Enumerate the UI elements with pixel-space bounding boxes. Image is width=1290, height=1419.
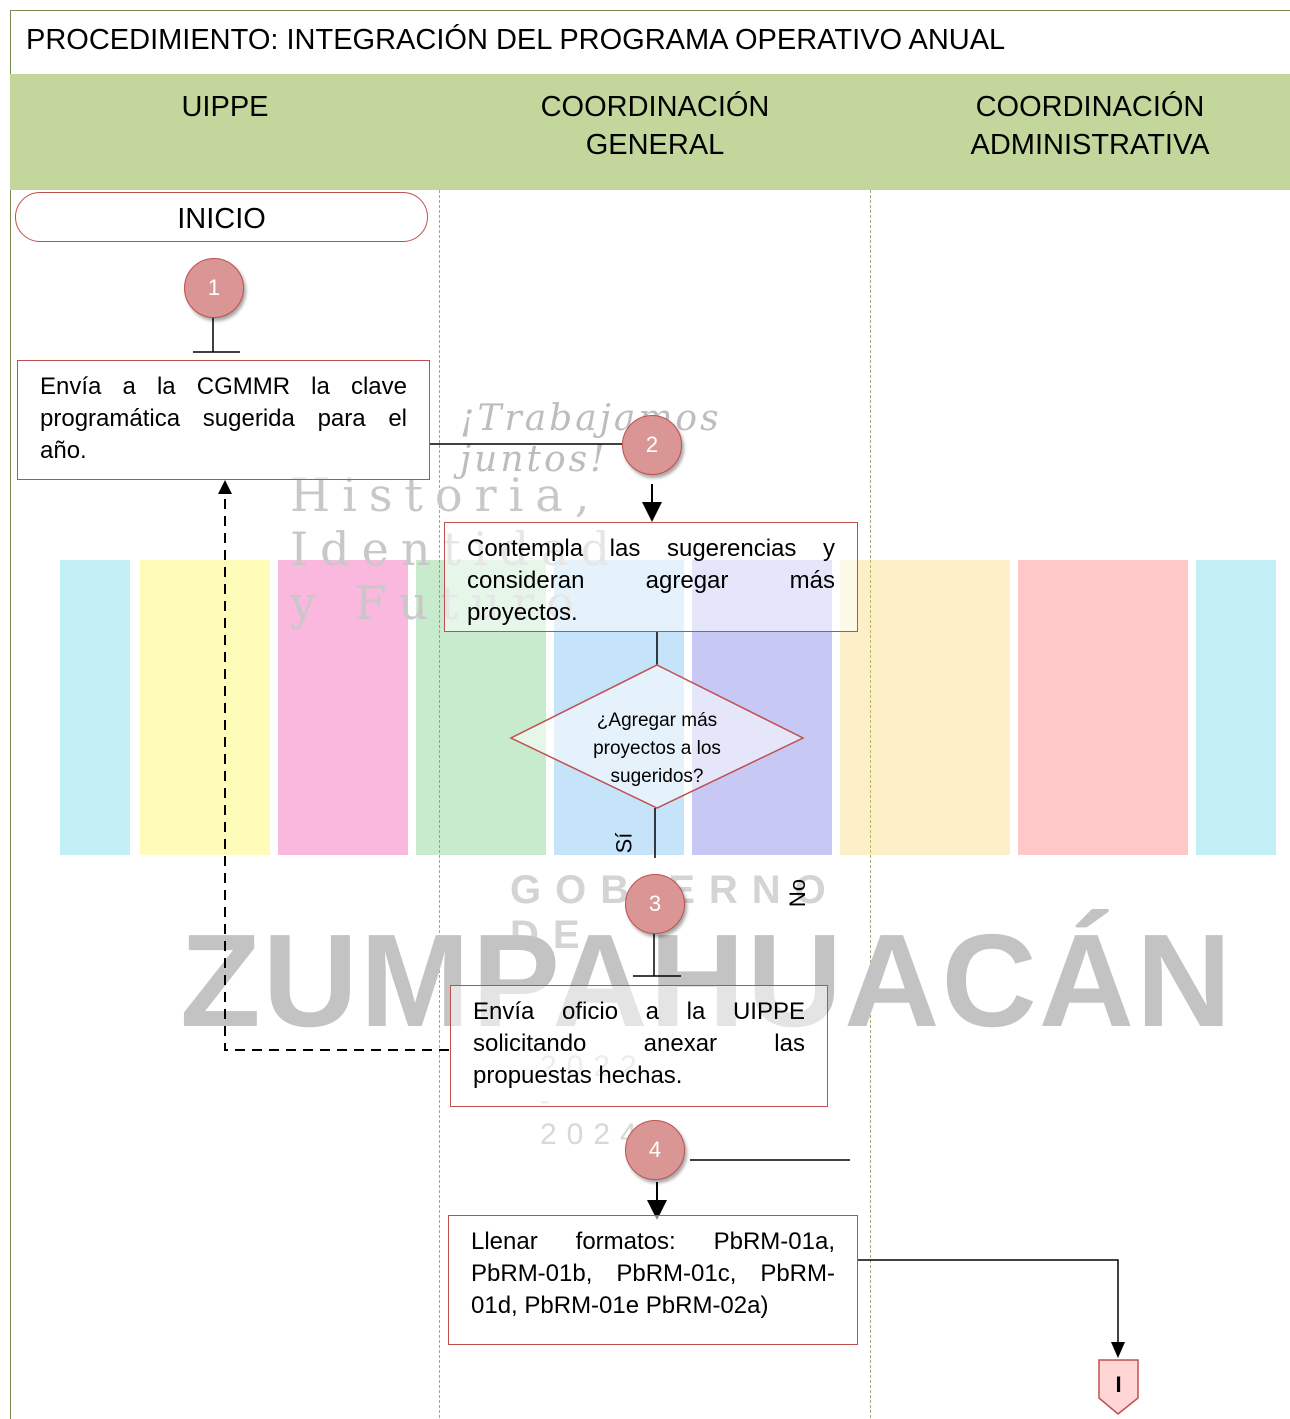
start-terminator: INICIO [15, 192, 428, 242]
decision-diamond [509, 664, 805, 809]
step-2-box: Contempla las sugerencias y consideran a… [444, 522, 858, 632]
decision-text: ¿Agregar más proyectos a los sugeridos? [593, 710, 721, 787]
step-3-circle: 3 [625, 874, 685, 934]
lane-separator [439, 190, 440, 1418]
lane-header: UIPPE COORDINACIÓN GENERAL COORDINACIÓN … [10, 74, 1290, 190]
step-2-circle: 2 [622, 415, 682, 475]
step-1-box: Envía a la CGMMR la clave programática s… [17, 360, 430, 480]
step-3-box: Envía oficio a la UIPPE solicitando anex… [450, 985, 828, 1107]
lane-uippe: UIPPE [181, 91, 269, 123]
decision-yes-label: Sí [611, 832, 637, 854]
step-1-circle: 1 [184, 258, 244, 318]
diagram-frame [10, 10, 1290, 1419]
offpage-connector-label: I [1115, 1372, 1122, 1397]
procedure-title: PROCEDIMIENTO: INTEGRACIÓN DEL PROGRAMA … [26, 24, 1006, 56]
lane-coordinacion-administrativa: COORDINACIÓN ADMINISTRATIVA [970, 91, 1210, 161]
offpage-connector-shape [1098, 1359, 1139, 1415]
lane-coordinacion-general: COORDINACIÓN GENERAL [540, 91, 770, 161]
step-4-circle: 4 [625, 1120, 685, 1180]
step-4-box: Llenar formatos: PbRM-01a, PbRM-01b, PbR… [448, 1215, 858, 1345]
decision-no-label: No [785, 878, 811, 908]
lane-separator [870, 190, 871, 1418]
